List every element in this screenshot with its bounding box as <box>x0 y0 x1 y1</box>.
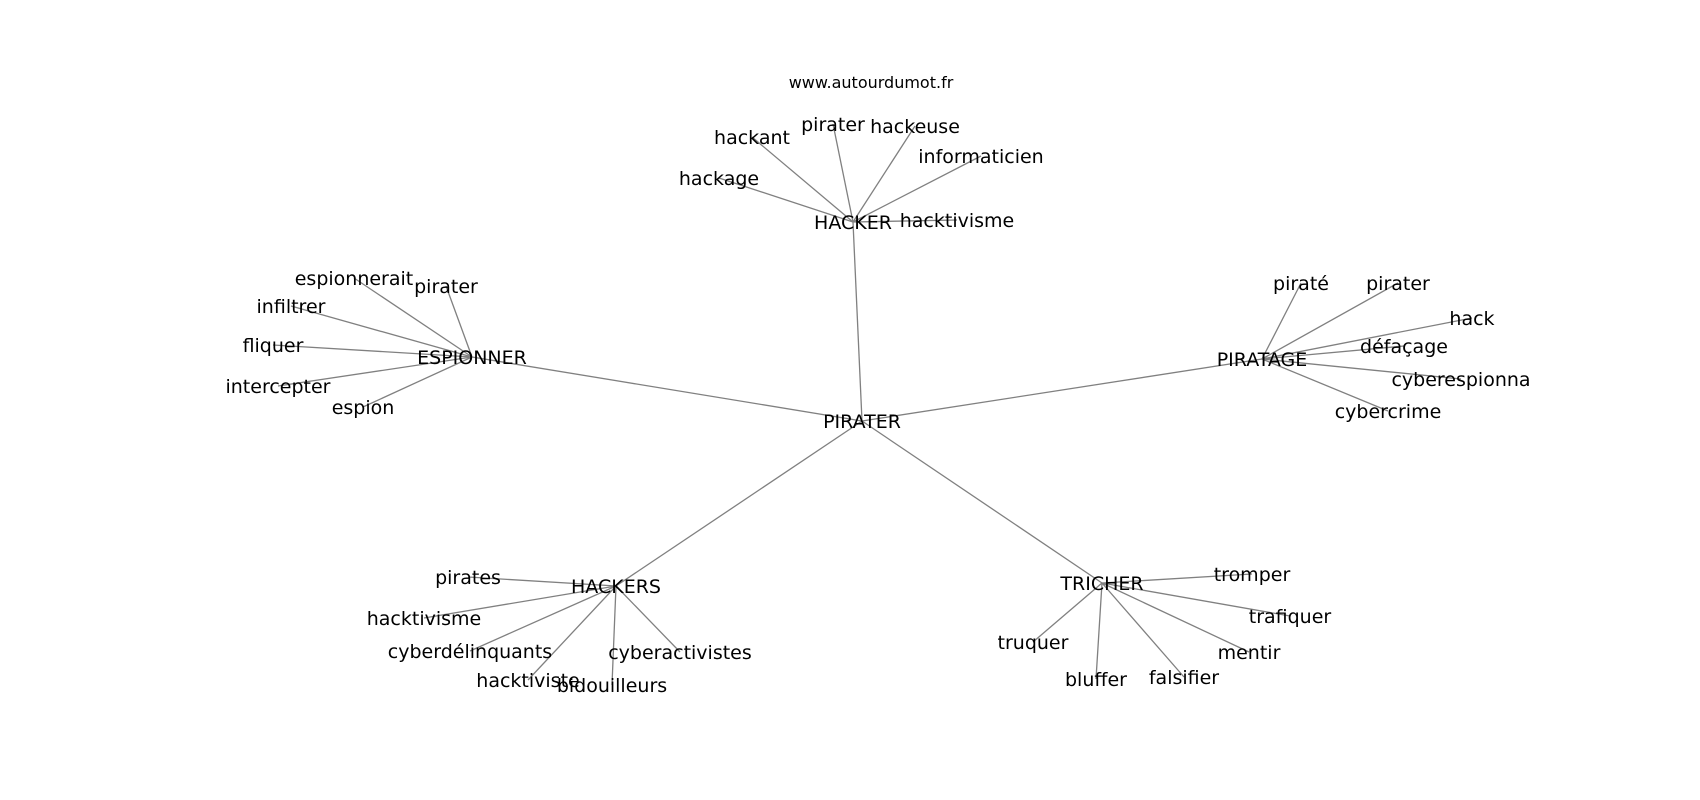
leaf-node-piratage-hack[interactable]: hack <box>1449 308 1494 330</box>
leaf-node-hackers-hacktivisme[interactable]: hacktivisme <box>367 608 481 630</box>
edge-tricher-trafiquer <box>1101 582 1291 617</box>
hub-node-hackers[interactable]: HACKERS <box>571 576 661 598</box>
leaf-node-piratage-pirate[interactable]: piraté <box>1273 273 1329 295</box>
leaf-node-hacker-hacktivisme[interactable]: hacktivisme <box>900 210 1014 232</box>
leaf-node-tricher-truquer[interactable]: truquer <box>998 632 1069 654</box>
edge-hackers-hacktivisme <box>423 585 617 619</box>
leaf-node-tricher-mentir[interactable]: mentir <box>1218 642 1281 664</box>
leaf-node-espionner-espion[interactable]: espion <box>332 397 395 419</box>
leaf-node-hacker-informaticien[interactable]: informaticien <box>918 146 1043 168</box>
leaf-node-hacker-hackeuse[interactable]: hackeuse <box>870 116 960 138</box>
leaf-node-piratage-cyberespionna[interactable]: cyberespionna <box>1391 369 1530 391</box>
edge-hackers-hacktiviste <box>527 585 617 681</box>
edge-piratage-defacage <box>1261 345 1405 360</box>
edge-piratage-cyberespionna <box>1261 358 1462 380</box>
leaf-node-tricher-bluffer[interactable]: bluffer <box>1065 669 1127 691</box>
edge-hackers-pirates <box>467 576 617 587</box>
leaf-node-espionner-fliquer[interactable]: fliquer <box>243 335 304 357</box>
edge-tricher-bluffer <box>1095 582 1103 680</box>
hub-node-tricher[interactable]: TRICHER <box>1059 573 1143 595</box>
edge-espionner-espionnerait <box>353 277 473 358</box>
edge-espionner-infiltrer <box>290 305 473 358</box>
edges-layer <box>272 123 1473 686</box>
edge-tricher-truquer <box>1032 582 1103 643</box>
edge-tricher-tromper <box>1101 573 1253 584</box>
leaf-node-piratage-pirater[interactable]: pirater <box>1366 273 1430 295</box>
leaf-node-hacker-hackage[interactable]: hackage <box>679 168 759 190</box>
edge-espionner-pirater <box>445 285 473 358</box>
edge-tricher-falsifier <box>1101 582 1185 678</box>
edge-hacker-hacktivisme <box>852 219 958 223</box>
edge-piratage-pirater <box>1261 282 1399 360</box>
leaf-node-hacker-pirater[interactable]: pirater <box>801 114 865 136</box>
edge-root-piratage <box>861 358 1263 422</box>
edge-hacker-hackeuse <box>852 125 916 223</box>
edge-root-espionner <box>471 356 863 422</box>
hub-node-hacker[interactable]: HACKER <box>814 212 892 234</box>
edge-espionner-intercepter <box>277 356 473 387</box>
edge-root-hackers <box>615 420 863 587</box>
leaf-node-espionner-intercepter[interactable]: intercepter <box>225 376 330 398</box>
root-node-label[interactable]: PIRATER <box>823 411 901 433</box>
leaf-node-hackers-pirates[interactable]: pirates <box>435 567 501 589</box>
leaf-node-tricher-tromper[interactable]: tromper <box>1214 564 1291 586</box>
edge-hacker-pirater <box>832 123 854 223</box>
edge-piratage-hack <box>1261 317 1473 360</box>
leaf-node-espionner-pirater[interactable]: pirater <box>414 276 478 298</box>
leaf-node-tricher-falsifier[interactable]: falsifier <box>1149 667 1219 689</box>
leaf-node-hackers-bidouilleurs[interactable]: bidouilleurs <box>557 675 667 697</box>
leaf-node-espionner-espionnerait[interactable]: espionnerait <box>295 268 414 290</box>
edge-tricher-mentir <box>1101 582 1250 653</box>
edge-hackers-cyberdelinquants <box>469 585 617 652</box>
edge-piratage-pirate <box>1261 282 1302 360</box>
leaf-node-hackers-cyberactivistes[interactable]: cyberactivistes <box>608 642 752 664</box>
edge-hackers-cyberactivistes <box>615 585 681 653</box>
leaf-node-hackers-hacktiviste[interactable]: hacktiviste <box>476 670 579 692</box>
edge-piratage-cybercrime <box>1261 358 1389 412</box>
edge-espionner-fliquer <box>272 344 473 358</box>
edge-root-tricher <box>861 420 1103 584</box>
edge-hacker-informaticien <box>852 155 982 223</box>
leaf-node-tricher-trafiquer[interactable]: trafiquer <box>1249 606 1332 628</box>
source-credit: www.autourdumot.fr <box>789 73 954 92</box>
leaf-node-hacker-hackant[interactable]: hackant <box>714 127 790 149</box>
edge-hacker-hackant <box>751 136 854 223</box>
leaf-node-piratage-defacage[interactable]: défaçage <box>1360 336 1448 358</box>
leaf-node-piratage-cybercrime[interactable]: cybercrime <box>1335 401 1442 423</box>
leaf-node-hackers-cyberdelinquants[interactable]: cyberdélinquants <box>388 641 552 663</box>
edge-hackers-bidouilleurs <box>611 585 617 686</box>
edge-espionner-espion <box>362 356 473 408</box>
edge-root-hacker <box>852 221 863 422</box>
hub-node-piratage[interactable]: PIRATAGE <box>1217 349 1308 371</box>
edge-hacker-hackage <box>718 177 854 223</box>
leaf-node-espionner-infiltrer[interactable]: infiltrer <box>257 296 326 318</box>
hub-node-espionner[interactable]: ESPIONNER <box>417 347 527 369</box>
